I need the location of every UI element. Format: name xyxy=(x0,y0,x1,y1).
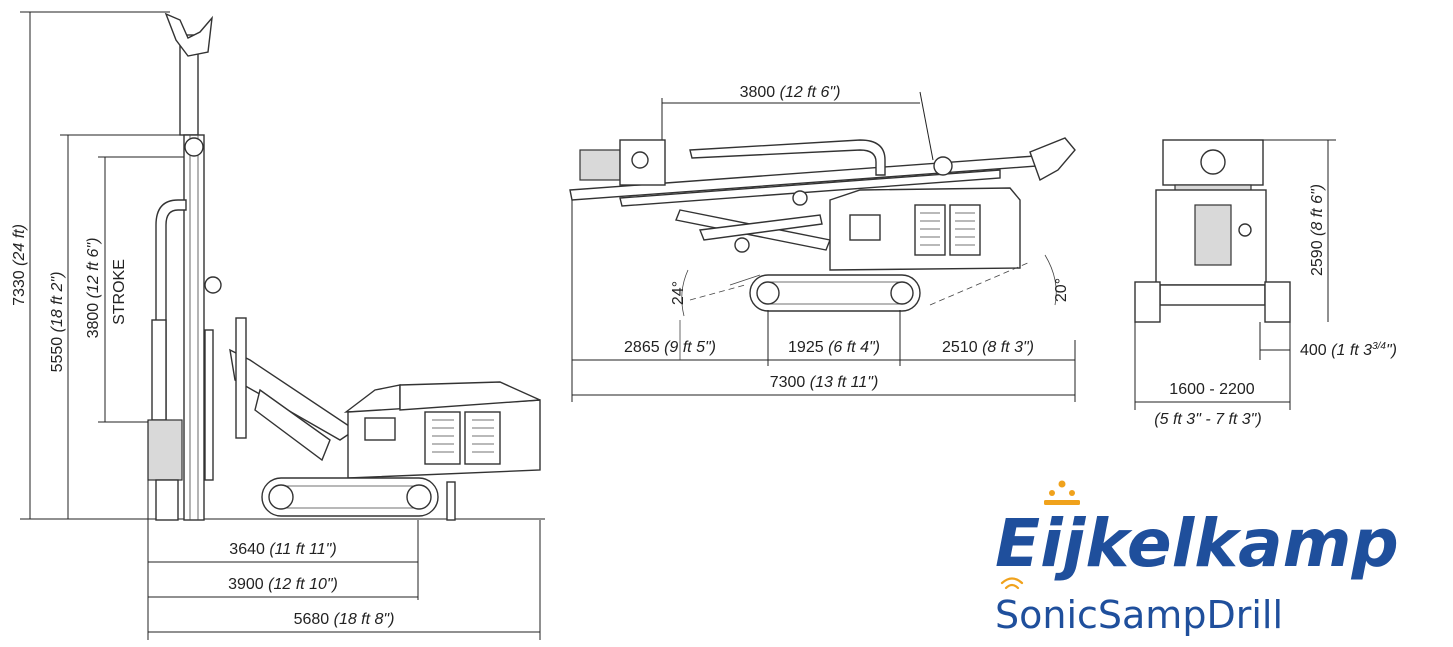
rear-drill-rig xyxy=(1134,139,1291,323)
svg-text:3640 (11 ft 11"): 3640 (11 ft 11") xyxy=(229,541,336,558)
track-center-value: 1925 xyxy=(788,339,824,356)
height-total-value: 7330 xyxy=(11,270,28,306)
eijkelkamp-logo: Eijkelkamp SonicSampDrill xyxy=(995,480,1399,637)
track-width-imperial-sup: 3/4 xyxy=(1372,341,1386,352)
svg-text:3800 (12 ft 6"): 3800 (12 ft 6") xyxy=(85,238,102,339)
track-width-value: 400 xyxy=(1300,342,1327,359)
crown-icon xyxy=(1044,480,1080,505)
angle-front: 24° xyxy=(670,281,687,305)
svg-text:3800 (12 ft 6"): 3800 (12 ft 6") xyxy=(740,84,841,101)
length-track-value: 3640 xyxy=(229,541,265,558)
logo-brand-text: Eijkelkamp xyxy=(995,505,1399,582)
front-overhang-imperial: (9 ft 5") xyxy=(664,339,716,356)
rear-overhang-value: 2510 xyxy=(942,339,978,356)
rear-view: 2590 (8 ft 6") 400 (1 ft 33/4") 1600 - 2… xyxy=(1134,139,1397,428)
logo-product-text: SonicSampDrill xyxy=(995,593,1283,637)
svg-text:2510 (8 ft 3"): 2510 (8 ft 3") xyxy=(942,339,1034,356)
svg-text:400 (1 ft 33/4"): 400 (1 ft 33/4") xyxy=(1300,341,1397,359)
length-total-imperial: (18 ft 8") xyxy=(334,611,395,628)
length-base-value: 3900 xyxy=(228,576,264,593)
svg-text:3900 (12 ft 10"): 3900 (12 ft 10") xyxy=(228,576,338,593)
svg-text:5550 (18 ft 2"): 5550 (18 ft 2") xyxy=(49,272,66,373)
rear-overhang-imperial: (8 ft 3") xyxy=(982,339,1034,356)
angle-rear: 20° xyxy=(1053,278,1070,302)
svg-text:5680 (18 ft 8"): 5680 (18 ft 8") xyxy=(294,611,395,628)
stroke-value: 3800 xyxy=(85,303,102,339)
stroke-imperial: (12 ft 6") xyxy=(85,238,102,299)
svg-text:2590 (8 ft 6"): 2590 (8 ft 6") xyxy=(1309,184,1326,276)
transport-drill-rig xyxy=(569,137,1076,312)
length-base-imperial: (12 ft 10") xyxy=(268,576,338,593)
track-width-imperial-main: (1 ft 3 xyxy=(1331,342,1372,359)
rear-height-value: 2590 xyxy=(1309,240,1326,276)
side-drill-rig xyxy=(147,12,541,521)
total-length-imperial: (13 ft 11") xyxy=(810,374,879,391)
svg-text:2865 (9 ft 5"): 2865 (9 ft 5") xyxy=(624,339,716,356)
total-length-value: 7300 xyxy=(770,374,806,391)
height-mast-value: 5550 xyxy=(49,337,66,373)
mast-reach-imperial: (12 ft 6") xyxy=(780,84,841,101)
sonic-waves-icon xyxy=(1000,577,1024,590)
side-view: 7330 (24 ft) 5550 (18 ft 2") 3800 (12 ft… xyxy=(11,11,545,640)
width-range: 1600 - 2200 xyxy=(1169,381,1255,398)
svg-text:7330 (24 ft): 7330 (24 ft) xyxy=(11,224,28,306)
front-overhang-value: 2865 xyxy=(624,339,660,356)
transport-view: 3800 (12 ft 6") xyxy=(569,84,1076,402)
length-total-value: 5680 xyxy=(294,611,330,628)
svg-text:7300 (13 ft 11"): 7300 (13 ft 11") xyxy=(770,374,879,391)
stroke-label: STROKE xyxy=(111,259,128,325)
rear-height-imperial: (8 ft 6") xyxy=(1309,184,1326,236)
length-track-imperial: (11 ft 11") xyxy=(269,541,336,558)
svg-text:1925 (6 ft 4"): 1925 (6 ft 4") xyxy=(788,339,880,356)
height-total-imperial: (24 ft) xyxy=(11,224,28,266)
track-width-imperial-end: ") xyxy=(1386,342,1397,359)
track-center-imperial: (6 ft 4") xyxy=(828,339,880,356)
mast-reach-value: 3800 xyxy=(740,84,776,101)
height-mast-imperial: (18 ft 2") xyxy=(49,272,66,333)
width-range-imperial: (5 ft 3" - 7 ft 3") xyxy=(1154,411,1261,428)
